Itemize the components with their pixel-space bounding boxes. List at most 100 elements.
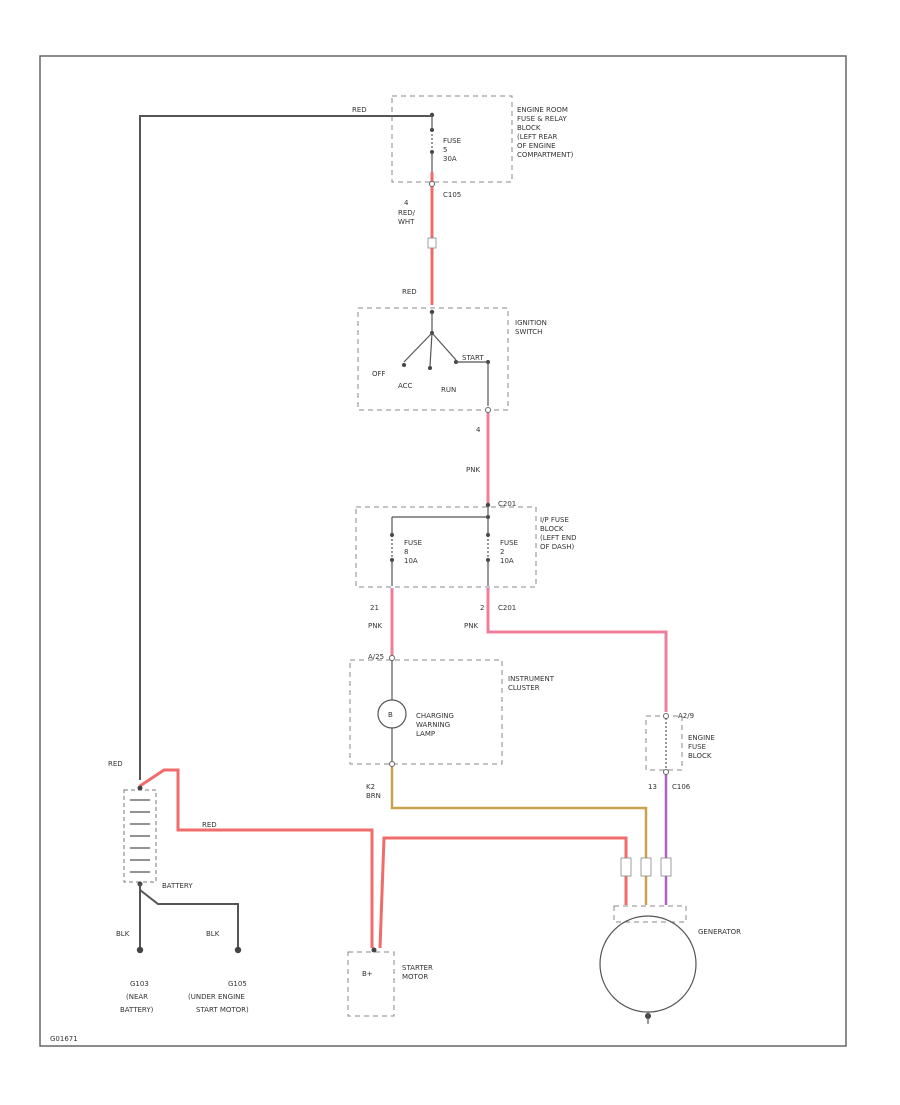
ignition-switch-outline: [357, 307, 509, 411]
engine-fuse-block-label-1: ENGINE: [688, 734, 715, 742]
ip-fuse-block-label-1: I/P FUSE: [540, 516, 569, 524]
ignition-pos-off: OFF: [372, 370, 386, 378]
ignition-switch-label-1: IGNITION: [515, 319, 547, 327]
fuse-relay-block-outline: [391, 95, 513, 183]
gen-connector-brn: [640, 857, 652, 877]
fuse-5-label-3: 30A: [443, 155, 457, 163]
fuse-2-label-2: 2: [500, 548, 504, 556]
red-wire-battery-to-starter: [139, 768, 374, 948]
ground-g103-desc-2: BATTERY): [120, 1006, 154, 1014]
cluster-wire-out-label: BRN: [366, 792, 381, 800]
instrument-cluster-outline: [349, 659, 503, 765]
starter-label-1: STARTER: [402, 964, 433, 972]
ip-fuse-block-outline: [355, 506, 537, 588]
battery-top-wire-label: RED: [108, 760, 123, 768]
engine-fuse-connector-label: C106: [672, 783, 691, 791]
ground-g105-id: G105: [228, 980, 247, 988]
ip-pin-2-label: 2: [480, 604, 484, 612]
ignition-switch-label-2: SWITCH: [515, 328, 542, 336]
diagram-frame: [39, 55, 847, 1047]
instrument-cluster: B CHARGING WARNING LAMP INSTRUMENT CLUST…: [349, 653, 555, 800]
fuse-5-label-1: FUSE: [443, 137, 461, 145]
starter-motor: B+ STARTER MOTOR: [347, 947, 433, 1017]
battery-label: BATTERY: [162, 882, 193, 890]
ip-fuse-block-label-2: BLOCK: [540, 525, 564, 533]
ip-fuse-block: FUSE 8 10A FUSE 2 10A C201 I/P FUSE BLOC…: [355, 500, 577, 612]
pnk-label-b: PNK: [464, 622, 478, 630]
lamp-label-3: LAMP: [416, 730, 435, 738]
gray-battery-feed-wire: [139, 115, 432, 780]
cluster-connector-in-label: A/25: [368, 653, 384, 661]
ignition-pos-run: RUN: [441, 386, 456, 394]
ground-g105-desc-1: (UNDER ENGINE: [188, 993, 245, 1001]
ground-g105-desc-2: START MOTOR): [196, 1006, 249, 1014]
ground-g105-wire-label: BLK: [206, 930, 220, 938]
cluster-pin-out-label: K2: [366, 783, 375, 791]
battery-main-wire-label: RED: [202, 821, 217, 829]
engine-fuse-block-label-2: FUSE: [688, 743, 706, 751]
fuse-8-label-1: FUSE: [404, 539, 422, 547]
starter-terminal-label: B+: [362, 970, 373, 978]
engine-fuse-block: A2/9 ENGINE FUSE BLOCK 13 C106: [645, 712, 715, 791]
gen-connector-vio: [660, 857, 672, 877]
ignition-pos-acc: ACC: [398, 382, 413, 390]
fuse-relay-block-label-5: OF ENGINE: [517, 142, 556, 150]
gen-connector-red: [620, 857, 632, 877]
starter-label-2: MOTOR: [402, 973, 428, 981]
fuse-relay-block-label-2: FUSE & RELAY: [517, 115, 568, 123]
ground-g103-wire-label: BLK: [116, 930, 130, 938]
starter-motor-outline: [347, 951, 395, 1017]
fuse-2-label-3: 10A: [500, 557, 514, 565]
fuse-relay-block-label-4: (LEFT REAR: [517, 133, 558, 141]
engine-room-fuse-relay-block: FUSE 5 30A ENGINE ROOM FUSE & RELAY BLOC…: [352, 95, 574, 207]
ground-wire-g105: [139, 889, 239, 948]
instrument-cluster-label-1: INSTRUMENT: [508, 675, 555, 683]
engine-fuse-id-label: A2/9: [678, 712, 694, 720]
red-wire-starter-to-generator: [378, 836, 628, 949]
connector-c105-label: C105: [443, 191, 461, 199]
ip-connector-b-label: C201: [498, 604, 516, 612]
lamp-label-1: CHARGING: [416, 712, 454, 720]
ground-g103-symbol: [136, 946, 144, 954]
generator-symbol: [599, 915, 697, 1013]
lamp-symbol-label: B: [388, 711, 393, 719]
battery: BATTERY: [123, 785, 193, 890]
generator: GENERATOR: [599, 905, 741, 1024]
ground-g105-symbol: [234, 946, 242, 954]
fuse-5-label-2: 5: [443, 146, 447, 154]
generator-terminal-box: [613, 905, 687, 923]
c105-pin-label: 4: [404, 199, 409, 207]
ip-fuse-block-label-3: (LEFT END: [540, 534, 577, 542]
ignition-pin-label: 4: [476, 426, 481, 434]
generator-label: GENERATOR: [698, 928, 741, 936]
red-wht-label-1: RED/: [398, 209, 416, 217]
engine-fuse-pin-label: 13: [648, 783, 657, 791]
pnk-wire-to-engine-fuse: [486, 588, 668, 712]
fuse-relay-block-label-6: COMPARTMENT): [517, 151, 574, 159]
ip-pin-21-label: 21: [370, 604, 379, 612]
fuse-8-label-3: 10A: [404, 557, 418, 565]
brn-wire-to-generator: [390, 764, 648, 905]
diagram-id: G01671: [50, 1035, 78, 1043]
engine-fuse-block-label-3: BLOCK: [688, 752, 712, 760]
ignition-switch-arm-left: [403, 332, 433, 363]
ignition-switch-arm-mid: [429, 332, 433, 367]
fuse-8-label-2: 8: [404, 548, 408, 556]
inline-connector-1: [427, 237, 437, 249]
ground-g103-desc-1: (NEAR: [126, 993, 148, 1001]
lamp-label-2: WARNING: [416, 721, 450, 729]
fuse-relay-block-label-1: ENGINE ROOM: [517, 106, 568, 114]
fuse-2-label-1: FUSE: [500, 539, 518, 547]
red-wht-label-2: WHT: [398, 218, 415, 226]
ground-g103-id: G103: [130, 980, 149, 988]
ignition-wire-in-label: RED: [402, 288, 417, 296]
instrument-cluster-label-2: CLUSTER: [508, 684, 540, 692]
fuse-relay-block-label-3: BLOCK: [517, 124, 541, 132]
ip-fuse-block-label-4: OF DASH): [540, 543, 575, 551]
ignition-switch: RED OFF ACC RUN START IGNITION SWITCH 4: [357, 288, 547, 434]
ignition-switch-arm-right: [431, 332, 457, 361]
ignition-pos-start: START: [462, 354, 484, 362]
fuse-relay-wire-in-label: RED: [352, 106, 367, 114]
